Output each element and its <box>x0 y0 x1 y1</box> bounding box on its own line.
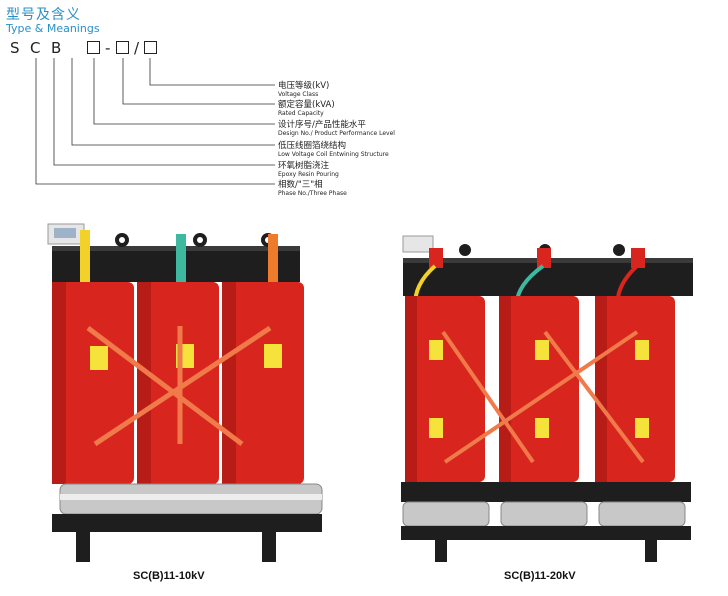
transformer-20kv-image <box>401 235 693 562</box>
legend-coil-en: Low Voltage Coil Entwining Structure <box>278 151 389 158</box>
legend-design-cn: 设计序号/产品性能水平 <box>278 120 366 130</box>
section-title-en: Type & Meanings <box>6 22 100 35</box>
caption-10kv: SC(B)11-10kV <box>133 570 205 582</box>
legend-epoxy-en: Epoxy Resin Pouring <box>278 171 339 178</box>
legend-design-en: Design No./ Product Performance Level <box>278 130 395 137</box>
legend-capacity-cn: 额定容量(kVA) <box>278 100 335 110</box>
legend-voltage-en: Voltage Class <box>278 91 319 98</box>
legend-epoxy-cn: 环氧树脂浇注 <box>278 161 330 171</box>
legend-phase-en: Phase No./Three Phase <box>278 190 347 197</box>
legend-voltage-cn: 电压等级(kV) <box>278 81 330 91</box>
legend-phase-cn: 相数/"三"相 <box>278 180 323 190</box>
code-letter-c: C <box>30 39 41 57</box>
code-letter-s: S <box>10 39 20 57</box>
code-box-capacity <box>116 41 129 54</box>
legend-capacity-en: Rated Capacity <box>278 110 324 117</box>
code-letter-b: B <box>51 39 62 57</box>
code-dash: - <box>105 39 111 57</box>
legend-coil-cn: 低压线圈箔绕结构 <box>278 141 347 151</box>
transformer-10kv-image <box>47 223 323 562</box>
caption-20kv: SC(B)11-20kV <box>504 570 576 582</box>
code-box-design <box>87 41 100 54</box>
code-slash: / <box>134 39 140 57</box>
leader-lines <box>35 58 275 185</box>
section-title-cn: 型号及含义 <box>6 7 81 23</box>
code-box-voltage <box>144 41 157 54</box>
